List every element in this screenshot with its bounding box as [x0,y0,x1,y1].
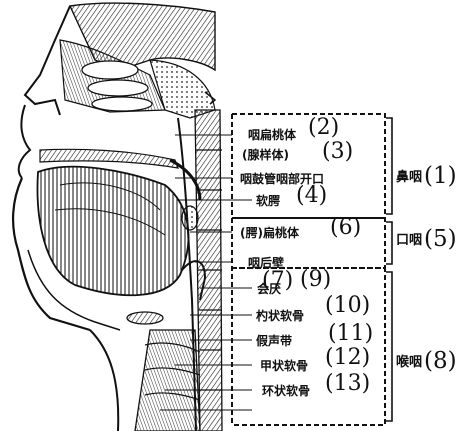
number-11: (11) [328,323,373,345]
number-13: (13) [325,373,370,395]
region-number-8: (8) [424,350,457,373]
label-cricoid-cartilage: 环状软骨 [262,384,310,398]
label-epiglottis: 会厌 [257,282,281,296]
number-12: (12) [325,347,370,369]
number-9: (9) [300,269,331,291]
label-false-vocal-cord: 假声带 [256,334,292,348]
region-brackets [386,118,392,421]
label-soft-palate: 软腭 [256,194,280,208]
region-label-laryngopharynx: 喉咽 [396,355,422,371]
region-label-oropharynx: 口咽 [396,233,422,249]
region-label-nasopharynx: 鼻咽 [396,170,422,186]
number-3: (3) [322,141,353,163]
head-outline [13,3,222,431]
label-thyroid-cartilage: 甲状软骨 [260,359,308,373]
number-10: (10) [325,295,370,317]
number-2: (2) [308,117,339,139]
label-arytenoid: 杓状软骨 [256,309,304,323]
number-4: (4) [296,185,327,207]
region-number-1: (1) [424,165,457,188]
region-number-5: (5) [424,228,457,251]
label-pharyngeal-tonsil: 咽扁桃体 [248,128,296,142]
label-adenoid: (腺样体) [242,148,289,162]
label-palatine-tonsil: (腭)扁桃体 [240,226,299,240]
number-6: (6) [330,217,361,239]
